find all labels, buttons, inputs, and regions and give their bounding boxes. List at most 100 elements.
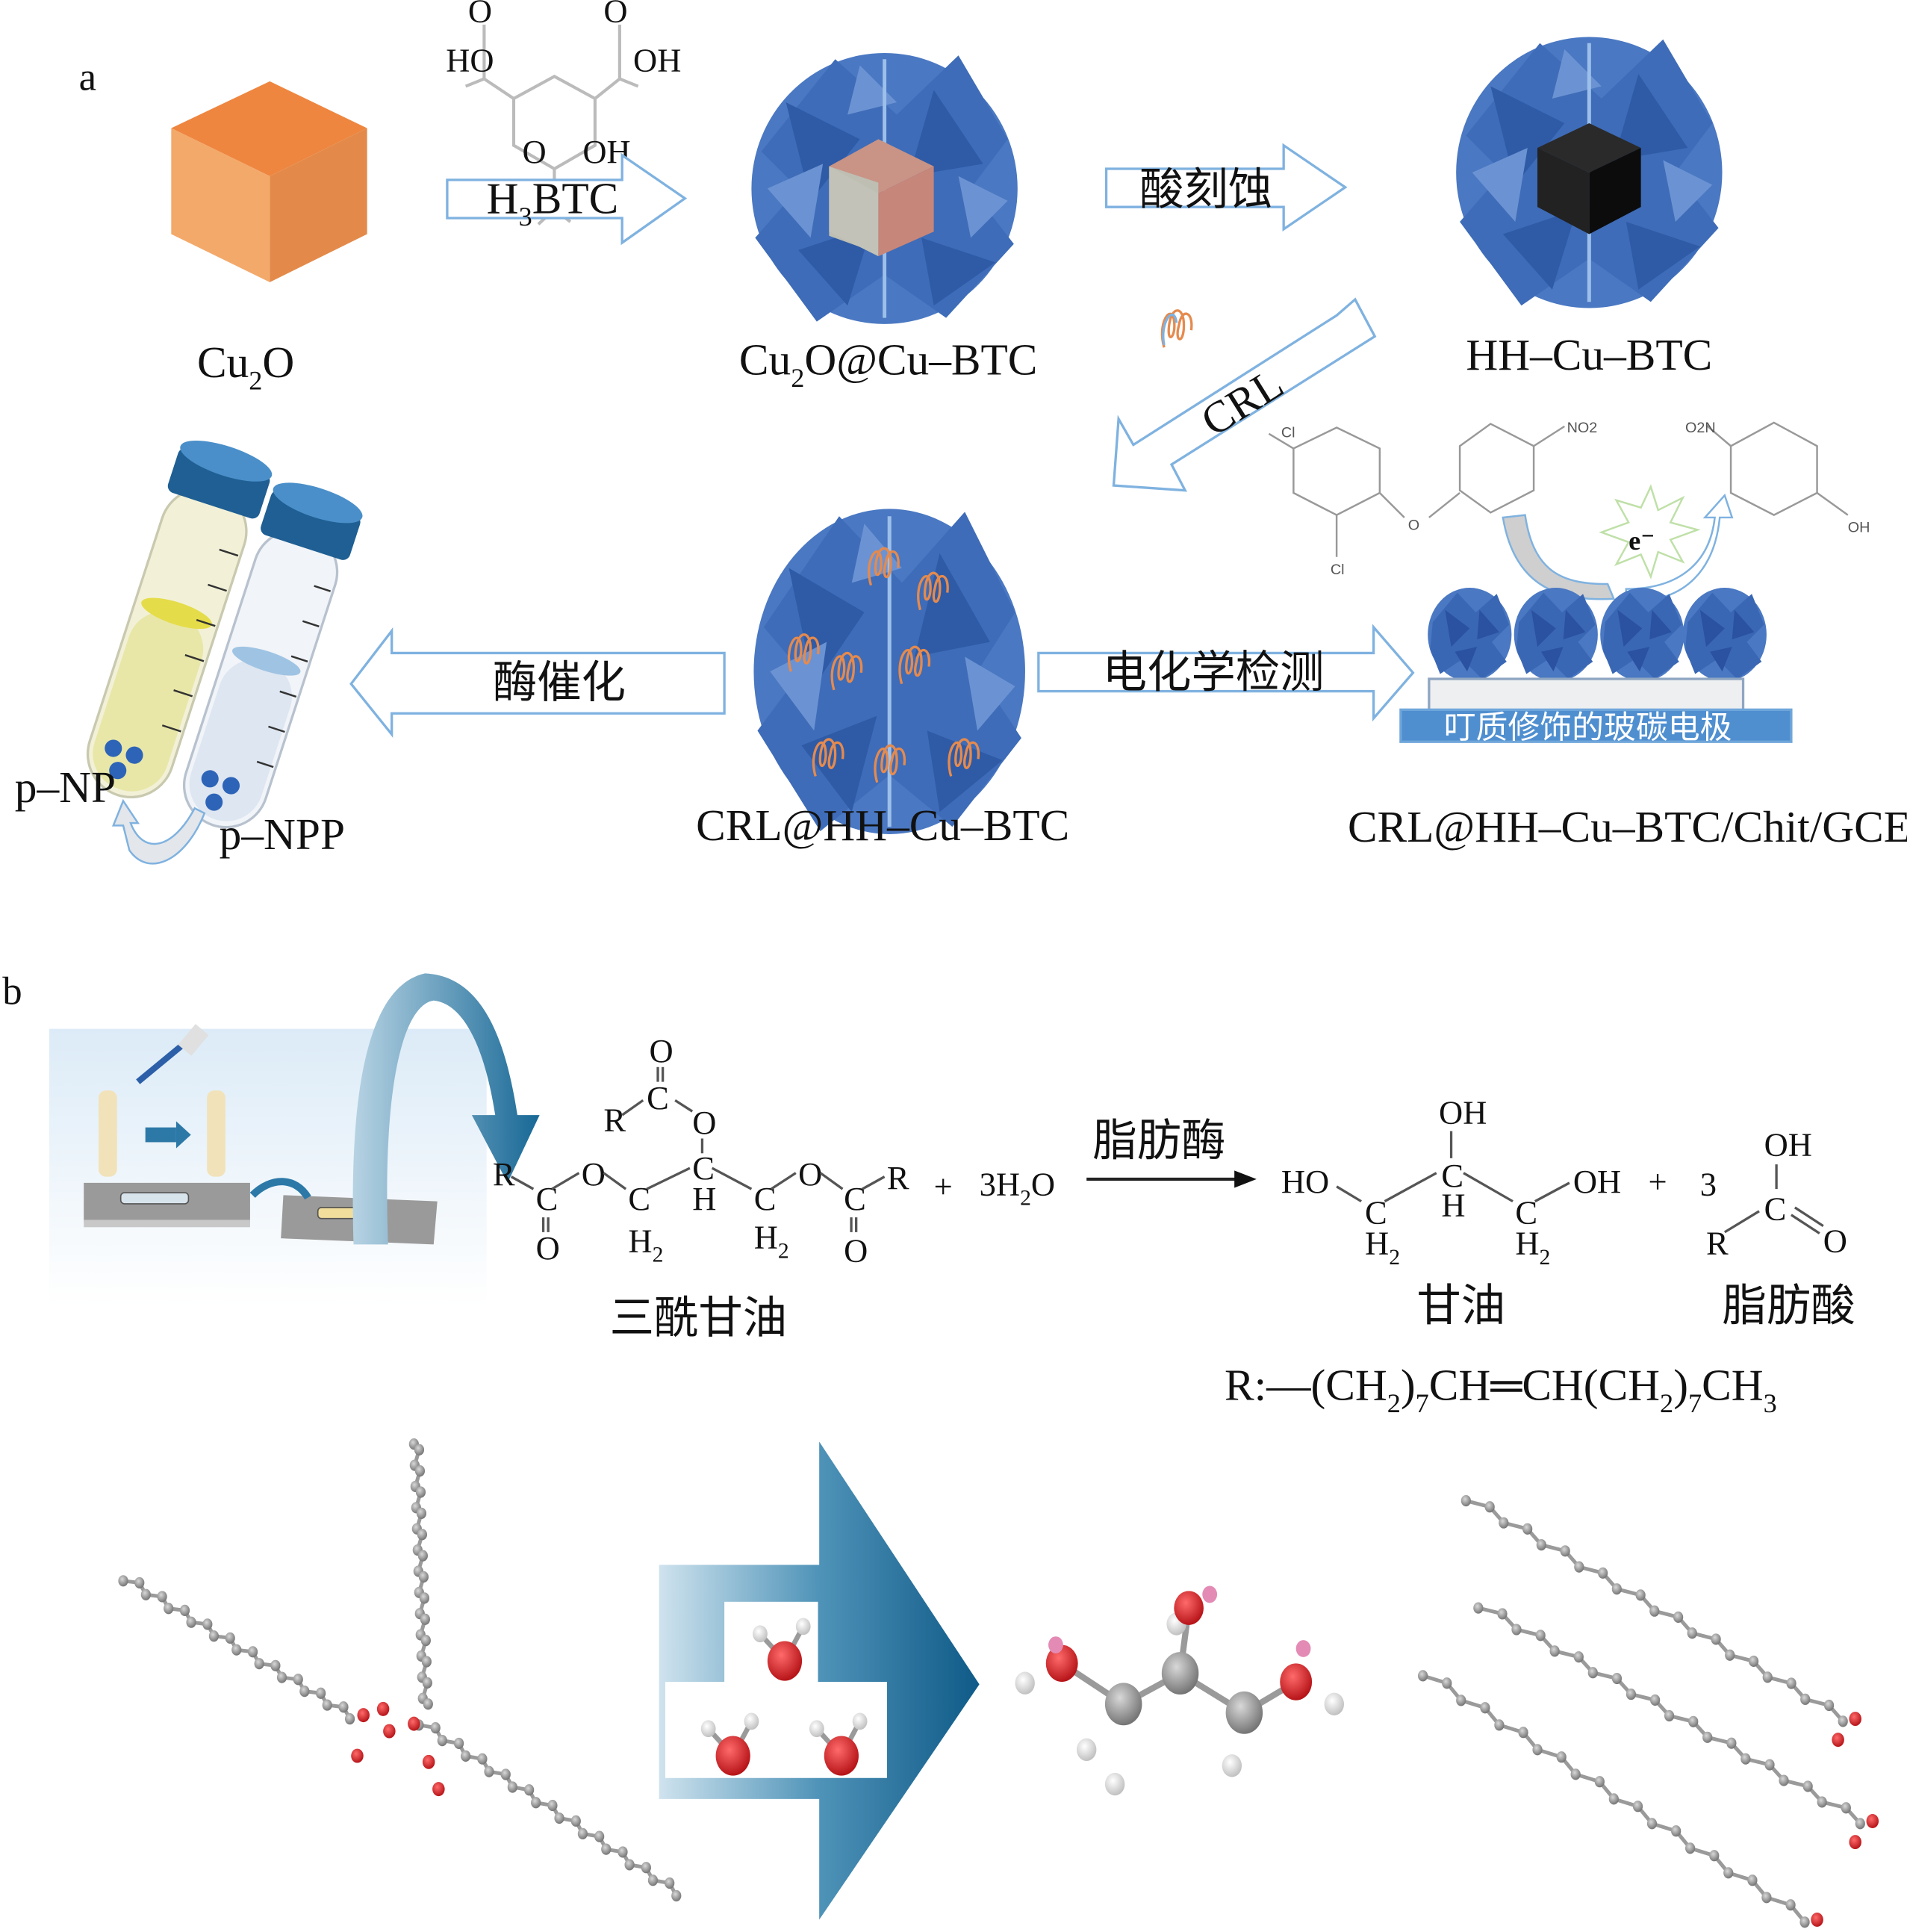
carbon-atom bbox=[299, 1686, 310, 1698]
electrode-bar-label: 叮质修饰的玻碳电极 bbox=[1444, 710, 1732, 745]
carbon-atom bbox=[1518, 1727, 1528, 1739]
carbon-atom bbox=[477, 1753, 488, 1765]
carbon-atom bbox=[1673, 1611, 1684, 1623]
carbon-atom bbox=[1587, 1667, 1598, 1679]
carbon-atom bbox=[1817, 1796, 1827, 1808]
carbon-atom bbox=[1650, 1694, 1661, 1706]
carbon-atom bbox=[1570, 1768, 1581, 1780]
carbon-atom bbox=[453, 1737, 464, 1749]
arrow-h3btc-label: H3BTC bbox=[487, 173, 619, 231]
oxygen-atom bbox=[1849, 1712, 1861, 1727]
carbon-atom bbox=[231, 1644, 242, 1656]
oxygen-atom bbox=[767, 1641, 803, 1681]
carbon-atom bbox=[1611, 1583, 1622, 1595]
carbon-atom bbox=[1632, 1801, 1643, 1813]
atom-c: C bbox=[1764, 1190, 1787, 1227]
carbon-atom bbox=[1671, 1825, 1682, 1837]
carbon-atom bbox=[1480, 1702, 1490, 1714]
carbon-atom bbox=[1761, 1892, 1772, 1904]
arrow-acid-etching: 酸刻蚀 bbox=[1104, 143, 1348, 232]
r-group-definition: R:—(CH2)7CH═CH(CH2)7CH3 bbox=[1225, 1360, 1777, 1417]
carbon-atom bbox=[1511, 1624, 1522, 1636]
carbon-atom bbox=[601, 1843, 612, 1855]
carbon-atom bbox=[293, 1674, 303, 1686]
test-tube-pnpp bbox=[182, 482, 363, 829]
atom-r: R bbox=[887, 1159, 909, 1196]
label-electrode: CRL@HH–Cu–BTC/Chit/GCE bbox=[1348, 802, 1907, 851]
carbon-atom bbox=[1687, 1627, 1697, 1639]
carbon-atom bbox=[1740, 1753, 1751, 1765]
oxygen-atom bbox=[824, 1736, 859, 1776]
carbon-atom bbox=[1726, 1737, 1737, 1749]
arrow-enzyme-catalysis: 酶催化 bbox=[349, 627, 726, 739]
oxygen-atom bbox=[408, 1716, 420, 1731]
carbon-atom bbox=[430, 1722, 441, 1734]
carbon-atom bbox=[1484, 1501, 1495, 1513]
carbon-atom bbox=[421, 1656, 432, 1668]
oxygen-atom bbox=[422, 1754, 435, 1769]
atom-o: O bbox=[468, 0, 492, 30]
atom-o: O bbox=[798, 1155, 822, 1193]
atom-o: O bbox=[649, 1032, 673, 1069]
atom-c: C bbox=[536, 1180, 559, 1217]
atom-oh: OH bbox=[1439, 1094, 1487, 1131]
atom-o: O bbox=[844, 1231, 868, 1269]
carbon-atom bbox=[417, 1529, 428, 1541]
carbon-atom bbox=[1702, 1731, 1713, 1743]
plus-sign-2: + bbox=[1649, 1163, 1667, 1200]
water-molecules-3d bbox=[700, 1618, 868, 1776]
atom-r: R bbox=[493, 1155, 515, 1193]
carbon-atom bbox=[140, 1588, 151, 1600]
label-cu2o: Cu2O bbox=[197, 338, 294, 395]
carbon-atom bbox=[164, 1603, 174, 1615]
lipase-label: 脂肪酶 bbox=[1092, 1116, 1225, 1166]
atom-o: O bbox=[692, 1104, 716, 1141]
carbon-atom bbox=[254, 1658, 264, 1670]
atom-no2: NO2 bbox=[1567, 420, 1598, 436]
carbon-atom bbox=[422, 1677, 432, 1689]
atom-oh: OH bbox=[1573, 1163, 1621, 1200]
carbon-atom bbox=[1764, 1759, 1775, 1771]
carbon-atom bbox=[1611, 1672, 1623, 1685]
arrow-acid-etching-label: 酸刻蚀 bbox=[1139, 165, 1272, 214]
atom-h: H bbox=[692, 1180, 716, 1217]
hydrogen-atom bbox=[744, 1712, 759, 1730]
carbon-atom bbox=[1646, 1818, 1658, 1830]
carbon-atom bbox=[1747, 1874, 1758, 1886]
carbon-atom bbox=[420, 1635, 431, 1647]
oxygen-atom bbox=[1832, 1733, 1844, 1748]
polar-hydrogen-atom bbox=[1048, 1636, 1063, 1653]
atom-o: O bbox=[582, 1155, 606, 1193]
glycerol-name: 甘油 bbox=[1416, 1282, 1505, 1331]
electron-label: e⁻ bbox=[1628, 526, 1655, 556]
atom-oh: OH bbox=[1848, 520, 1870, 536]
fatty-acid-coefficient: 3 bbox=[1700, 1165, 1717, 1202]
carbon-atom bbox=[617, 1846, 628, 1858]
carbon-atom bbox=[547, 1799, 558, 1812]
oxygen-atom bbox=[351, 1748, 364, 1763]
carbon-atom bbox=[1823, 1699, 1835, 1712]
label-pnp: p–NP bbox=[15, 762, 116, 812]
label-cu2o-at-cubtc: Cu2O@Cu–BTC bbox=[739, 335, 1037, 393]
carbon-atom bbox=[247, 1646, 258, 1658]
cu2o-at-cubtc-particle bbox=[751, 53, 1017, 324]
carbon-atom bbox=[1549, 1645, 1560, 1657]
carbon-atom bbox=[1723, 1867, 1734, 1879]
hydrogen-atom bbox=[1222, 1754, 1242, 1777]
carbon-atom bbox=[420, 1613, 430, 1625]
atom-c: C bbox=[1515, 1193, 1537, 1231]
crl-at-hh-cubtc-particle bbox=[753, 509, 1024, 834]
carbon-atom bbox=[1711, 1633, 1721, 1645]
label-crl-at-hh-cubtc: CRL@HH–Cu–BTC bbox=[696, 801, 1069, 850]
hydrogen-atom bbox=[753, 1625, 768, 1643]
carbon-atom bbox=[270, 1659, 281, 1671]
plus-sign: + bbox=[934, 1168, 953, 1205]
carbon-atom bbox=[225, 1632, 235, 1644]
carbon-atom bbox=[1460, 1494, 1471, 1507]
oxygen-atom bbox=[432, 1782, 445, 1797]
oxygen-atom bbox=[1045, 1644, 1078, 1682]
carbon-atom bbox=[134, 1577, 145, 1589]
hydrogen-atom bbox=[809, 1720, 824, 1738]
carbon-atom bbox=[179, 1604, 190, 1616]
carbon-atom bbox=[1418, 1670, 1428, 1682]
